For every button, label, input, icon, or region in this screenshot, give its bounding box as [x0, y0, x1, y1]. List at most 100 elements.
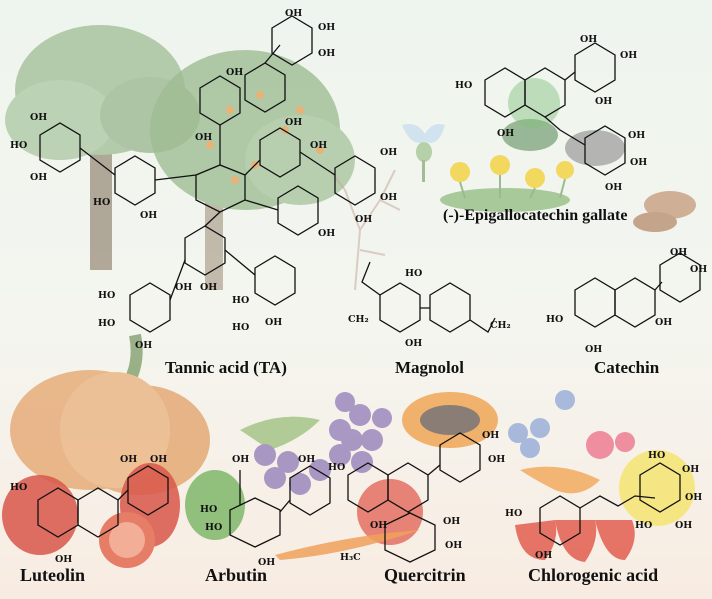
quercitrin-tomato-illustration — [357, 479, 423, 545]
atom-label-oh: OH — [135, 340, 152, 351]
atom-label-oh: OH — [195, 132, 212, 143]
luteolin-title: Luteolin — [20, 565, 86, 585]
atom-label-oh: OH — [200, 282, 217, 293]
atom-label-oh: OH — [682, 464, 699, 475]
atom-label-oh: OH — [120, 454, 137, 465]
chlorogenic-acid-title: Chlorogenic acid — [528, 565, 659, 585]
atom-label-oh: OH — [670, 247, 687, 258]
atom-label-oh: OH — [30, 172, 47, 183]
tannic-acid-title: Tannic acid (TA) — [165, 358, 287, 377]
atom-label-oh: OH — [318, 22, 335, 33]
yellow-highlight — [619, 450, 695, 526]
atom-label-ho: HO — [648, 450, 665, 461]
chlorogenic-acid-structure — [539, 462, 681, 546]
catechin-structure — [574, 252, 701, 328]
strawberries-illustration — [515, 520, 635, 562]
atom-label-ho: HO — [232, 322, 249, 333]
carrot-illustration — [275, 530, 420, 560]
atom-label-oh: OH — [675, 520, 692, 531]
atom-label-ho: HO — [98, 318, 115, 329]
dandelion-illustration — [440, 155, 574, 212]
atom-label-oh: OH — [285, 117, 302, 128]
papaya-illustration — [402, 392, 498, 448]
atom-label-ch2: CH₂ — [348, 314, 369, 325]
atom-label-ho: HO — [635, 520, 652, 531]
atom-label-oh: OH — [628, 130, 645, 141]
atom-label-ho: HO — [546, 314, 563, 325]
bare-branches-illustration — [329, 169, 401, 291]
quercitrin-title: Quercitrin — [384, 565, 466, 585]
atom-label-oh: OH — [298, 454, 315, 465]
orange-peel-illustration — [520, 466, 600, 494]
atom-label-ch2: CH₂ — [490, 320, 511, 331]
atom-label-oh: OH — [405, 338, 422, 349]
blueberries-illustration — [508, 390, 575, 458]
atom-label-oh: OH — [232, 454, 249, 465]
atom-label-ho: HO — [10, 482, 27, 493]
atom-label-ch3: H₃C — [340, 552, 361, 563]
atom-label-ho: HO — [328, 462, 345, 473]
atom-label-oh: OH — [310, 140, 327, 151]
flower-illustration — [402, 124, 445, 182]
tea-leaves-illustration — [502, 119, 625, 166]
catechin-title: Catechin — [594, 358, 660, 377]
atom-label-oh: OH — [620, 50, 637, 61]
atom-label-oh: OH — [497, 128, 514, 139]
atom-label-ho: HO — [405, 268, 422, 279]
egcg-title: (-)-Epigallocatechin gallate — [443, 207, 628, 224]
atom-label-ho: HO — [455, 80, 472, 91]
atom-label-ho: HO — [98, 290, 115, 301]
atom-label-oh: OH — [258, 557, 275, 568]
atom-label-oh: OH — [685, 492, 702, 503]
atom-label-oh: OH — [175, 282, 192, 293]
atom-label-oh: OH — [380, 147, 397, 158]
atom-label-oh: OH — [585, 344, 602, 355]
atom-label-oh: OH — [285, 8, 302, 19]
atom-label-oh: OH — [318, 48, 335, 59]
atom-label-oh: OH — [630, 157, 647, 168]
atom-label-oh: OH — [482, 430, 499, 441]
atom-label-oh: OH — [150, 454, 167, 465]
atom-label-ho: HO — [205, 522, 222, 533]
atom-label-oh: OH — [355, 214, 372, 225]
nuts-illustration — [633, 191, 696, 232]
atom-label-oh: OH — [535, 550, 552, 561]
atom-label-oh: OH — [265, 317, 282, 328]
atom-label-oh: OH — [445, 540, 462, 551]
atom-label-oh: OH — [580, 34, 597, 45]
atom-label-oh: OH — [55, 554, 72, 565]
pumpkin-illustration — [10, 333, 210, 495]
peppers-illustration — [2, 463, 245, 568]
grapes-illustration — [240, 392, 392, 495]
arbutin-structure — [229, 465, 331, 548]
atom-label-oh: OH — [443, 516, 460, 527]
atom-label-oh: OH — [30, 112, 47, 123]
magnolol-structure — [361, 261, 496, 333]
green-highlight — [508, 78, 560, 128]
magnolol-title: Magnolol — [395, 358, 464, 377]
atom-label-oh: OH — [318, 228, 335, 239]
arbutin-title: Arbutin — [205, 565, 268, 585]
atom-label-oh: OH — [140, 210, 157, 221]
atom-label-ho: HO — [232, 295, 249, 306]
chemical-structures: OH OH OH OH OH OH HO OH HO OH OH OH OH O… — [10, 8, 707, 568]
quercitrin-structure — [347, 432, 481, 563]
atom-label-oh: OH — [605, 182, 622, 193]
atom-label-oh: OH — [226, 67, 243, 78]
atom-label-oh: OH — [488, 454, 505, 465]
atom-label-oh: OH — [595, 96, 612, 107]
egcg-structure — [484, 42, 626, 176]
tannic-acid-structure — [39, 15, 376, 333]
atom-label-ho: HO — [10, 140, 27, 151]
atom-label-oh: OH — [655, 317, 672, 328]
atom-label-oh: OH — [690, 264, 707, 275]
luteolin-structure — [37, 465, 169, 538]
atom-label-oh: OH — [370, 520, 387, 531]
atom-label-oh: OH — [380, 192, 397, 203]
atom-label-ho: HO — [93, 197, 110, 208]
atom-label-ho: HO — [505, 508, 522, 519]
atom-label-ho: HO — [200, 504, 217, 515]
raspberry-illustration — [586, 431, 635, 459]
